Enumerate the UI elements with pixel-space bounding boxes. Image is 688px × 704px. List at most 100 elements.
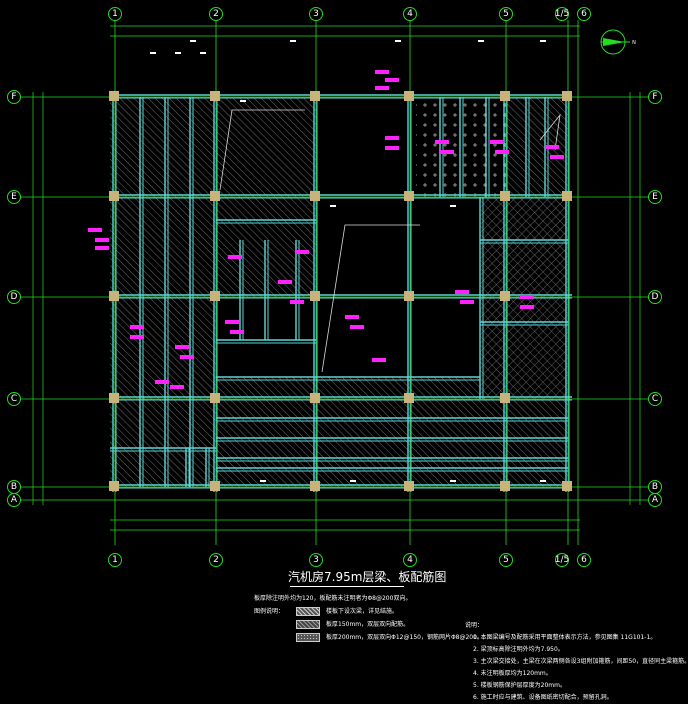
dimension-text — [240, 100, 246, 102]
column — [310, 481, 320, 491]
column — [500, 393, 510, 403]
column — [109, 191, 119, 201]
axis-bubble-top-4-label: 4 — [407, 9, 413, 19]
column — [404, 393, 414, 403]
slab-hatch — [110, 399, 216, 487]
axis-bubble-top-2-label: 2 — [213, 9, 219, 19]
note-item: 4. 未注明板厚均为120mm。 — [473, 670, 552, 677]
notes-heading: 说明： — [465, 622, 484, 629]
axis-bubble-top-5-label: 5 — [503, 9, 509, 19]
axis-bubble-top-1-circle — [108, 7, 122, 21]
axis-bubble-top-4-circle — [403, 7, 417, 21]
reinforcement-label — [350, 325, 364, 329]
axis-bubble-right-A-label: A — [652, 495, 659, 505]
reinforcement-label — [550, 155, 564, 159]
legend-swatch-hatch — [296, 607, 320, 616]
axis-bubble-top-2-circle — [209, 7, 223, 21]
axis-bubble-right-E-circle — [648, 190, 662, 204]
legend-item: 楼板下设次梁，详见结施。 — [326, 608, 399, 615]
column — [310, 393, 320, 403]
legend-row-1: 图例说明： 楼板下设次梁，详见结施。 — [254, 605, 483, 618]
reinforcement-label — [385, 146, 399, 150]
reinforcement-label — [455, 290, 469, 294]
reinforcement-label — [385, 78, 399, 82]
dimension-text — [395, 40, 401, 42]
legend-label: 图例说明： — [254, 608, 285, 615]
axis-bubble-bottom-1/5-circle — [555, 553, 569, 567]
note-item: 1. 本图梁编号及配筋采用平面整体表示方法，参见图集 11G101-1。 — [473, 634, 657, 641]
axis-bubble-top-1-label: 1 — [112, 9, 118, 19]
legend-item: 板厚200mm，双层双向Φ12@150，钢筋网片Φ8@200。 — [326, 634, 483, 641]
axis-bubble-left-C-circle — [7, 392, 21, 406]
axis-bubble-bottom-2-label: 2 — [213, 555, 219, 565]
reinforcement-label — [372, 358, 386, 362]
column — [404, 91, 414, 101]
axis-bubble-top-5-circle — [499, 7, 513, 21]
note-item: 2. 梁顶标高除注明外均为7.950。 — [473, 646, 564, 653]
reinforcement-label — [440, 150, 454, 154]
north-arrow: N — [600, 29, 636, 55]
opening-outline — [539, 113, 561, 151]
reinforcement-label — [130, 335, 144, 339]
column — [404, 481, 414, 491]
axis-bubble-left-F-label: F — [11, 92, 16, 102]
column — [109, 291, 119, 301]
axis-bubble-bottom-3-label: 3 — [313, 555, 319, 565]
dimension-text — [540, 480, 546, 482]
reinforcement-label — [175, 345, 189, 349]
legend-item: 板厚150mm，双层双向配筋。 — [326, 621, 410, 628]
reinforcement-label — [130, 325, 144, 329]
axis-bubble-right-B-label: B — [652, 482, 658, 492]
reinforcement-label — [95, 246, 109, 250]
reinforcement-label — [230, 330, 244, 334]
axis-bubble-left-A-circle — [7, 493, 21, 507]
reinforcement-label — [345, 315, 359, 319]
dimension-text — [290, 40, 296, 42]
title-underline — [290, 586, 404, 587]
slab-hatch — [216, 97, 316, 197]
column — [562, 481, 572, 491]
column — [109, 393, 119, 403]
axis-bubble-right-E-label: E — [652, 192, 658, 202]
dimension-text — [450, 480, 456, 482]
reinforcement-label — [375, 86, 389, 90]
reinforcement-label — [375, 70, 389, 74]
axis-bubble-top-3-label: 3 — [313, 9, 319, 19]
dimension-text — [200, 52, 206, 54]
reinforcement-label — [295, 250, 309, 254]
legend: 板厚除注明外均为120，板配筋未注明者为Φ8@200双向。 图例说明： 楼板下设… — [254, 592, 483, 644]
reinforcement-label — [490, 140, 504, 144]
note-item: 3. 主次梁交接处，主梁在次梁两侧各设3组附加箍筋，间距50，直径同主梁箍筋。 — [473, 658, 688, 665]
axis-bubble-top-3-circle — [309, 7, 323, 21]
axis-bubble-right-D-circle — [648, 290, 662, 304]
axis-bubble-top-6-label: 6 — [581, 9, 587, 19]
dimension-text — [350, 480, 356, 482]
column — [210, 291, 220, 301]
reinforcement-label — [228, 255, 242, 259]
axis-bubble-left-B-label: B — [11, 482, 17, 492]
legend-swatch-dots — [296, 633, 320, 642]
reinforcement-label — [225, 320, 239, 324]
axis-bubble-bottom-1/5-label: 1/5 — [555, 555, 569, 565]
column — [210, 91, 220, 101]
column — [562, 91, 572, 101]
axis-bubble-bottom-4-circle — [403, 553, 417, 567]
reinforcement-label — [495, 150, 509, 154]
column — [500, 481, 510, 491]
axis-bubble-top-1/5-label: 1/5 — [555, 9, 569, 19]
columns — [109, 91, 572, 491]
axis-bubble-top-6-circle — [577, 7, 591, 21]
reinforcement-label — [278, 280, 292, 284]
axis-bubble-top-1/5-circle — [555, 7, 569, 21]
slab-hatch — [216, 197, 316, 297]
axis-bubble-bottom-3-circle — [309, 553, 323, 567]
axis-bubble-bottom-6-circle — [577, 553, 591, 567]
reinforcement-label — [460, 300, 474, 304]
axis-bubble-bottom-4-label: 4 — [407, 555, 413, 565]
dimension-text — [175, 52, 181, 54]
reinforcement-labels — [88, 40, 564, 482]
axis-bubble-left-E-label: E — [11, 192, 17, 202]
axis-bubble-right-C-label: C — [652, 394, 658, 404]
